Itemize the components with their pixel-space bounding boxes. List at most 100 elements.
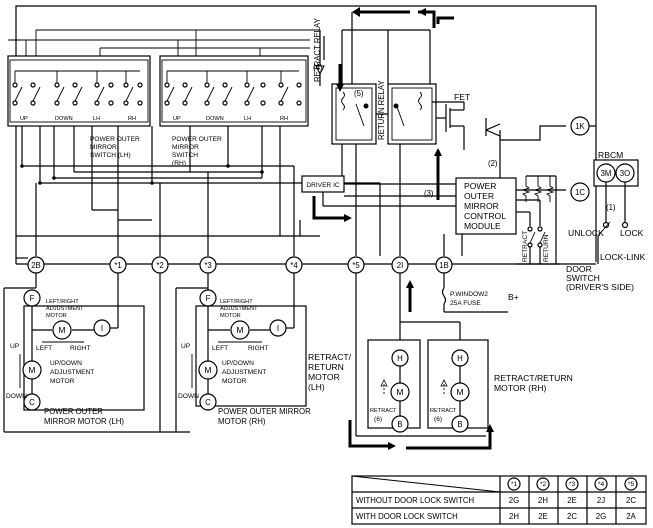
return-relay-label: RETURN RELAY [377, 80, 386, 140]
mirror-lh-ud-label-3: MOTOR [50, 378, 75, 385]
mirror-motor-rh: F I C M LEFT/RIGHT ADJUSTMENT MOTOR LEFT… [175, 273, 311, 432]
mirror-lh-name-2: MIRROR MOTOR (LH) [44, 417, 124, 426]
svg-text:F: F [30, 294, 35, 303]
fuse-label-1: P.WINDOW2 [450, 291, 488, 298]
svg-text:M: M [236, 325, 243, 335]
switch-lh-lh-label: LH [93, 116, 100, 122]
switch-rh-lh-label: LH [244, 116, 251, 122]
mirror-rh-ud-label-3: MOTOR [222, 378, 247, 385]
module-name-4: CONTROL [464, 211, 506, 221]
table-cell: 2J [597, 496, 605, 505]
svg-text:M: M [396, 387, 403, 397]
connector-star3-label: *3 [204, 261, 211, 270]
switch-rh-up-label: UP [173, 116, 181, 122]
mirror-lh-ud-label-1: UP/DOWN [50, 360, 82, 367]
retract-lh-name-2: RETURN [308, 362, 344, 372]
control-module-section: DRIVER IC (3) POWER OUTER MIRROR CONTROL… [299, 175, 590, 265]
svg-text:C: C [205, 398, 211, 407]
svg-text:B: B [397, 420, 402, 429]
mirror-lh-lr-label-3: MOTOR [46, 313, 67, 319]
mirror-lh-lr-label-2: ADJUSTMENT [46, 306, 84, 312]
table-cell: 2G [509, 496, 519, 505]
table-cell: 2E [538, 512, 548, 521]
table-header-2: *2 [540, 481, 547, 488]
table-cell: 2G [596, 512, 606, 521]
retract-motor-rh: H M B RETRACT (6) RETRACT/RETURN MOTOR (… [427, 339, 573, 433]
switch-lh-name-1: POWER OUTER [90, 136, 140, 143]
svg-text:RETRACT: RETRACT [370, 408, 397, 414]
module-name-2: OUTER [464, 191, 494, 201]
svg-text:M: M [456, 387, 463, 397]
svg-text:H: H [397, 354, 403, 363]
svg-text:DOWN: DOWN [178, 393, 199, 400]
connector-table: *1 *2 *3 *4 *5 WITHOUT DOOR LOCK SWITCH … [351, 475, 647, 525]
step-1-label: (1) [606, 203, 616, 212]
mirror-rh-lr-label-1: LEFT/RIGHT [220, 299, 253, 305]
connector-1k-label: 1K [575, 122, 585, 131]
table-row-2-label: WITH DOOR LOCK SWITCH [356, 512, 458, 521]
step-3-label: (3) [424, 189, 434, 198]
svg-text:RETRACT: RETRACT [430, 408, 457, 414]
module-name-3: MIRROR [464, 201, 499, 211]
fet-label: FET [454, 92, 471, 102]
door-switch-name-2: SWITCH [566, 273, 600, 283]
unlock-label: UNLOCK [568, 228, 604, 238]
mirror-rh-ud-label-2: ADJUSTMENT [222, 369, 266, 376]
connector-3o-label: 3O [620, 169, 630, 178]
svg-text:M: M [204, 365, 211, 375]
retract-lh-name-3: MOTOR [308, 372, 340, 382]
door-switch-retract: RETRACT [522, 231, 529, 262]
svg-text:(6): (6) [374, 416, 382, 423]
retract-relay-label: RETRACT RELAY [313, 17, 322, 82]
switch-lh-name-3: SWITCH (LH) [90, 152, 131, 159]
lock-link-label: LOCK-LINK [600, 252, 646, 262]
switch-contacts-lh [12, 70, 143, 106]
switch-block-lh: UP DOWN LH RH POWER OUTER MIRROR SWITCH … [7, 55, 151, 159]
table-header-1: *1 [511, 481, 518, 488]
table-header-3: *3 [569, 481, 576, 488]
connector-row: 2B *1 *2 *3 *4 *5 2I 1B [27, 256, 453, 274]
switch-lh-down-label: DOWN [55, 116, 73, 122]
svg-text:B: B [457, 420, 462, 429]
mirror-rh-lr-label-2: ADJUSTMENT [220, 306, 258, 312]
rbcm-section: RBCM 3M 3O (1) UNLOCK LOCK LOCK-LINK DOO… [566, 150, 646, 292]
retract-rh-name-1: RETRACT/RETURN [494, 373, 573, 383]
svg-text:M: M [28, 365, 35, 375]
fuse-section: P.WINDOW2 25A FUSE B+ [441, 273, 519, 313]
mirror-lh-lr-motor [52, 320, 72, 340]
switch-rh-name-3: SWITCH [172, 152, 198, 159]
step-2-label: (2) [488, 159, 498, 168]
mirror-rh-ud-label-1: UP/DOWN [222, 360, 254, 367]
lock-label: LOCK [620, 228, 644, 238]
switch-rh-name-1: POWER OUTER [172, 136, 222, 143]
module-name-1: POWER [464, 181, 496, 191]
control-module [455, 177, 517, 235]
svg-text:F: F [206, 294, 211, 303]
return-relay [387, 83, 437, 145]
switch-wiring [8, 29, 380, 256]
relay-section: (4) (5) RETRACT RELAY RETURN RELAY FET [313, 12, 596, 256]
switch-rh-rh-label: RH [280, 116, 288, 122]
step-5-label: (5) [354, 89, 364, 98]
svg-text:C: C [29, 398, 35, 407]
mirror-rh-name-1: POWER OUTER MIRROR [218, 407, 311, 416]
fuse-label-2: 25A FUSE [450, 300, 481, 307]
connector-1b-label: 1B [439, 261, 449, 270]
switch-rh-name-4: (RH) [172, 160, 186, 167]
step-4-label: (4) [313, 63, 323, 72]
door-switch-return: RETURN [543, 234, 550, 262]
connector-star1-label: *1 [114, 261, 121, 270]
connector-star4-label: *4 [290, 261, 298, 270]
mirror-rh-name-2: MOTOR (RH) [218, 417, 266, 426]
svg-text:UP: UP [181, 343, 191, 350]
retract-motor-lh: H M B RETRACT (6) RETRACT/ RETURN MOTOR … [308, 273, 486, 437]
driver-ic-label: DRIVER IC [306, 182, 340, 189]
door-switch-name-3: (DRIVER'S SIDE) [566, 282, 634, 292]
rbcm-label: RBCM [598, 150, 623, 160]
mirror-lh-name-1: POWER OUTER [44, 407, 103, 416]
svg-text:M: M [58, 325, 65, 335]
svg-text:UP: UP [10, 343, 20, 350]
mirror-rh-lr-label-3: MOTOR [220, 313, 241, 319]
svg-text:H: H [457, 354, 463, 363]
switch-lh-up-label: UP [20, 116, 28, 122]
